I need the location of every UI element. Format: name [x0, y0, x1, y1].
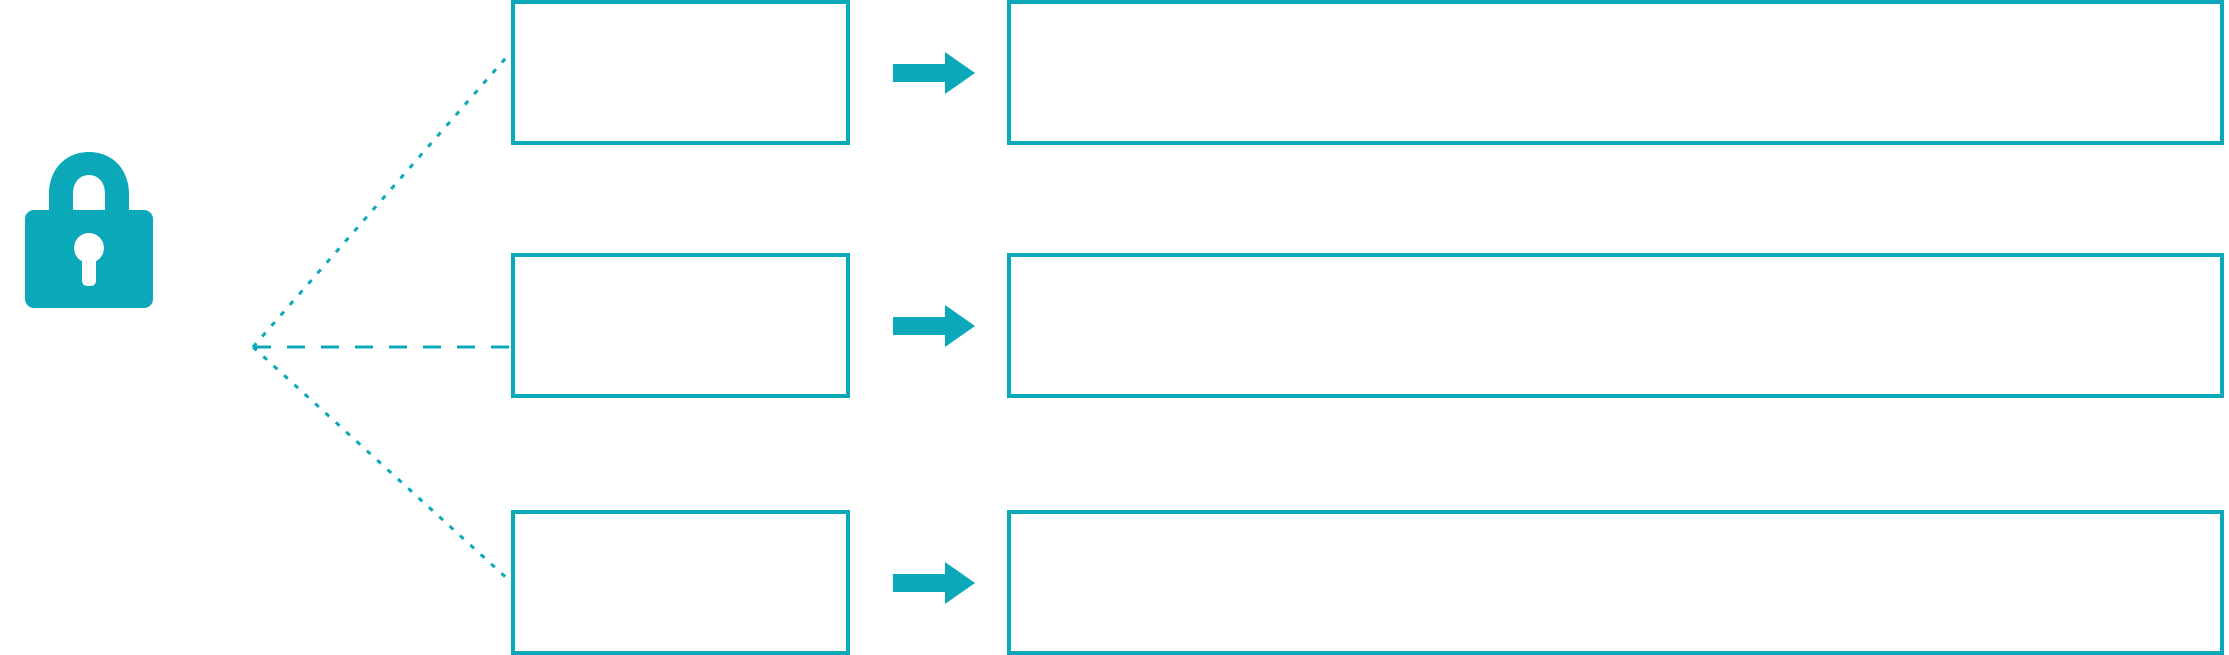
- diagram-row: [0, 0, 2229, 145]
- diagram-row: [0, 510, 2229, 655]
- target-box[interactable]: [1007, 0, 2224, 145]
- source-box[interactable]: [511, 253, 850, 398]
- lock-icon: [25, 152, 153, 308]
- diagram-row: [0, 253, 2229, 398]
- arrow-right-icon: [893, 562, 975, 604]
- arrow-right-icon: [893, 52, 975, 94]
- source-box[interactable]: [511, 510, 850, 655]
- target-box[interactable]: [1007, 510, 2224, 655]
- source-box[interactable]: [511, 0, 850, 145]
- arrow-right-icon: [893, 305, 975, 347]
- target-box[interactable]: [1007, 253, 2224, 398]
